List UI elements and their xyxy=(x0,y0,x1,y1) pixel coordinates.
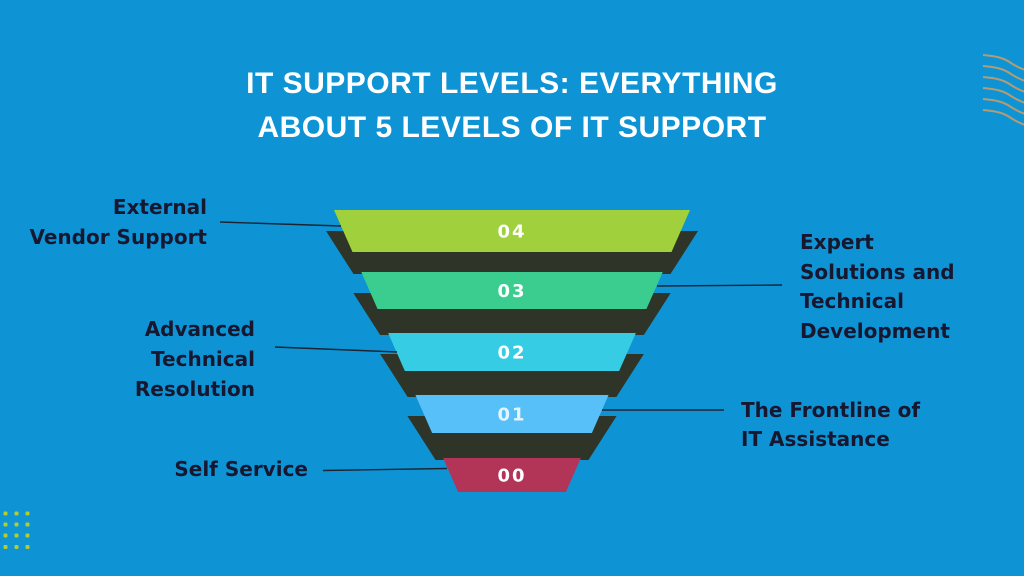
wave-line-icon xyxy=(982,87,1024,104)
dot-icon xyxy=(3,533,8,538)
connector-line-2 xyxy=(322,467,448,472)
callout-advanced-technical-resolution: Advanced Technical Resolution xyxy=(134,317,255,401)
dot-icon xyxy=(3,545,8,549)
wave-line-icon xyxy=(982,76,1024,93)
dot-icon xyxy=(14,533,19,538)
wave-line-icon xyxy=(982,65,1024,82)
funnel-number-00: 00 xyxy=(497,466,526,487)
callout-self-service: Self Service xyxy=(174,457,308,481)
wave-line-icon xyxy=(982,54,1024,71)
page-title: IT SUPPORT LEVELS: EVERYTHING ABOUT 5 LE… xyxy=(246,67,778,144)
connector-line-3 xyxy=(656,284,783,287)
wave-line-icon xyxy=(982,109,1024,126)
dot-icon xyxy=(25,511,30,516)
dot-icon xyxy=(25,533,30,538)
funnel-number-01: 01 xyxy=(497,405,526,426)
funnel-layer-01 xyxy=(415,395,609,433)
funnel-layers xyxy=(334,210,690,492)
funnel-layer-03 xyxy=(361,272,663,309)
connector-line-1 xyxy=(274,346,398,353)
funnel-number-02: 02 xyxy=(497,343,526,364)
funnel-layer-00 xyxy=(443,458,581,492)
dot-icon xyxy=(14,545,19,549)
callout-expert-solutions: Expert Solutions and Technical Developme… xyxy=(800,230,955,343)
dot-grid-decoration xyxy=(3,511,30,549)
dot-icon xyxy=(3,522,8,527)
corner-waves-decoration xyxy=(982,54,1024,126)
dot-icon xyxy=(25,522,30,527)
funnel-layer-02 xyxy=(388,333,636,371)
callout-frontline-it-assistance: The Frontline of IT Assistance xyxy=(741,398,921,451)
funnel-level-numbers: 04 03 02 01 00 xyxy=(497,222,526,487)
dot-icon xyxy=(14,511,19,516)
connector-line-0 xyxy=(219,221,342,227)
dot-icon xyxy=(3,511,8,516)
dot-icon xyxy=(25,545,30,549)
wave-line-icon xyxy=(982,98,1024,115)
connector-lines xyxy=(219,221,783,472)
funnel-layer-04 xyxy=(334,210,690,252)
funnel-number-04: 04 xyxy=(497,222,526,243)
callout-external-vendor-support: External Vendor Support xyxy=(29,195,207,249)
funnel-number-03: 03 xyxy=(497,281,526,302)
dot-icon xyxy=(14,522,19,527)
